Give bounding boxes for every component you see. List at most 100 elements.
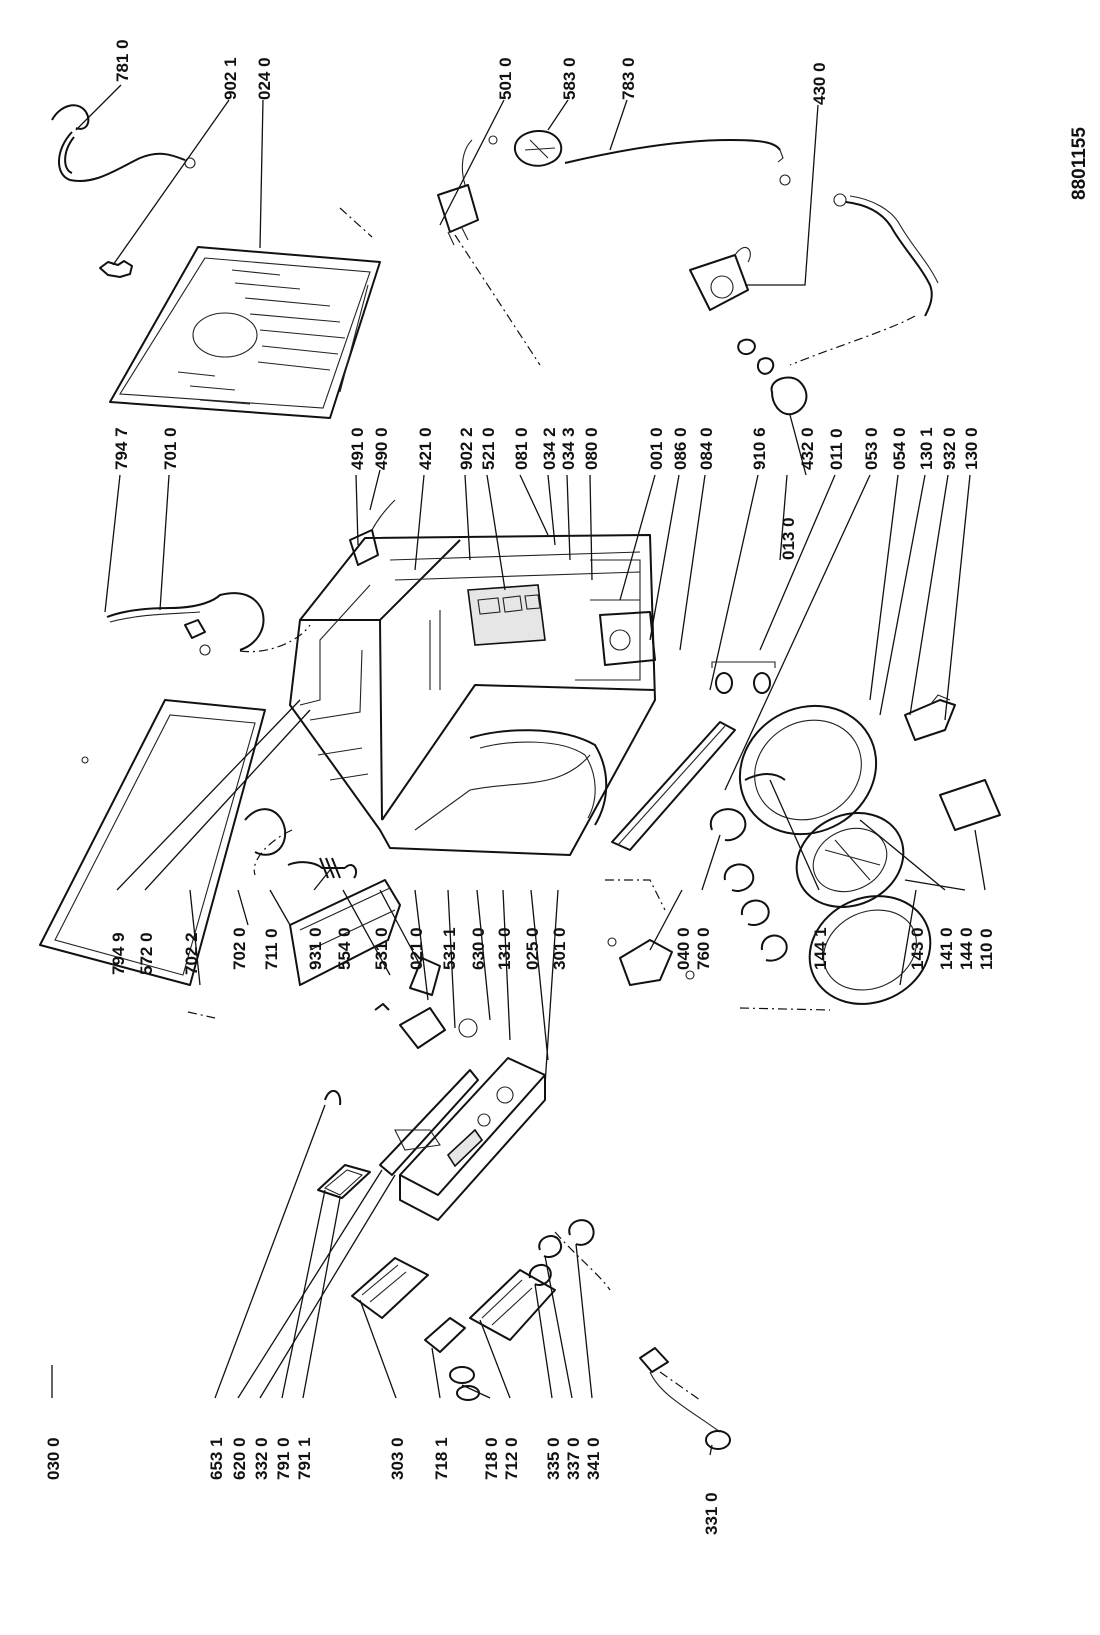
part-label: 531 0	[372, 927, 391, 970]
part-feet-0110	[711, 661, 776, 694]
part-detergent-dispenser-7110	[244, 808, 401, 986]
part-label: 130 0	[962, 427, 981, 470]
part-spring-9310	[287, 857, 358, 879]
part-label: 711 0	[262, 928, 281, 970]
part-gasket-7910	[317, 1164, 371, 1199]
part-label: 572 0	[137, 932, 156, 975]
part-clip-6531	[324, 1003, 390, 1106]
part-knob-3410	[528, 1219, 595, 1286]
part-cabinet-0010	[289, 534, 656, 856]
part-label: 021 0	[407, 927, 426, 970]
document-id: 8801155	[1069, 127, 1090, 200]
part-front-rail	[611, 721, 736, 851]
leader-lines	[51, 84, 986, 1456]
part-door-hinge-1300	[904, 694, 956, 741]
part-label: 794 9	[109, 932, 128, 975]
part-hinge-assembly-7600	[709, 808, 788, 962]
part-motor-mount-0130	[599, 611, 656, 666]
part-label: 141 0	[937, 927, 956, 970]
part-door-handle-1441	[744, 773, 786, 781]
part-pump-4300	[689, 246, 808, 416]
part-label: 781 0	[113, 39, 132, 82]
part-label: 701 0	[161, 427, 180, 470]
part-label: 910 6	[750, 427, 769, 470]
part-clip-9021	[99, 260, 133, 278]
part-label: 653 1	[207, 1437, 226, 1480]
part-door-glass-1440	[795, 812, 905, 908]
part-door-frame-1410	[738, 704, 878, 836]
part-door-lock-0400	[607, 937, 695, 986]
part-label: 490 0	[372, 427, 391, 470]
part-label: 791 1	[295, 1437, 314, 1480]
part-top-panel-0240	[109, 246, 381, 419]
part-label: 620 0	[230, 1437, 249, 1480]
part-label: 131 0	[495, 927, 514, 970]
part-label: 084 0	[697, 427, 716, 470]
part-label: 902 2	[457, 427, 476, 470]
part-label: 034 3	[559, 427, 578, 470]
part-control-panel-3010	[399, 1057, 546, 1221]
part-label: 301 0	[550, 927, 569, 970]
part-label: 341 0	[584, 1437, 603, 1480]
part-panel-frame-6200	[379, 1069, 479, 1176]
part-label: 331 0	[702, 1492, 721, 1535]
part-pressure-hose-7830	[564, 139, 791, 186]
part-label: 630 0	[469, 927, 488, 970]
part-label: 024 0	[255, 57, 274, 100]
part-label: 081 0	[512, 427, 531, 470]
part-label: 034 2	[540, 427, 559, 470]
part-control-board-5210	[467, 584, 546, 646]
part-label: 554 0	[335, 927, 354, 970]
part-label: 430 0	[810, 62, 829, 105]
part-label: 053 0	[862, 427, 881, 470]
part-label: 011 0	[827, 428, 846, 470]
part-label: 337 0	[564, 1437, 583, 1480]
part-labels: 781 0 902 1 024 0 501 0 583 0 783 0 430 …	[44, 39, 996, 1535]
part-label: 718 1	[432, 1437, 451, 1480]
part-plate-1100	[939, 779, 1001, 831]
part-label: 932 0	[940, 427, 959, 470]
part-label: 718 0	[482, 1437, 501, 1480]
part-label: 080 0	[582, 427, 601, 470]
part-label: 702 2	[182, 932, 201, 975]
part-hose-7810	[51, 104, 196, 182]
part-label: 303 0	[388, 1437, 407, 1480]
part-label: 030 0	[44, 1437, 63, 1480]
part-door-outer-1430	[808, 895, 932, 1005]
part-drain-hose-upper	[833, 193, 939, 317]
part-lid-switch-5010	[437, 139, 479, 246]
part-drawer-front-3030	[351, 1257, 429, 1319]
part-label: 501 0	[496, 57, 515, 100]
part-label: 110 0	[977, 928, 996, 970]
part-label: 702 0	[230, 927, 249, 970]
part-label: 332 0	[252, 1437, 271, 1480]
part-label: 712 0	[502, 1437, 521, 1480]
part-label: 931 0	[306, 927, 325, 970]
part-label: 531 1	[440, 927, 459, 970]
part-label: 143 0	[908, 927, 927, 970]
part-label: 025 0	[523, 927, 542, 970]
part-hinge-4910	[349, 499, 396, 566]
part-label: 421 0	[416, 427, 435, 470]
part-worktop-0300	[39, 699, 266, 986]
part-pressure-switch-5830	[488, 130, 563, 167]
part-label: 432 0	[798, 427, 817, 470]
part-hose-3310	[639, 1347, 731, 1450]
part-label: 760 0	[694, 927, 713, 970]
part-label: 144 0	[957, 927, 976, 970]
part-label: 491 0	[348, 427, 367, 470]
part-drum-door-seal	[469, 729, 608, 826]
part-label: 040 0	[674, 927, 693, 970]
part-label: 086 0	[671, 427, 690, 470]
part-label: 794 7	[112, 427, 131, 470]
part-label: 335 0	[544, 1437, 563, 1480]
part-label: 054 0	[890, 427, 909, 470]
part-label: 001 0	[647, 427, 666, 470]
part-label: 521 0	[479, 427, 498, 470]
part-hose-7010	[106, 592, 265, 656]
part-label: 013 0	[779, 517, 798, 560]
part-label: 130 1	[917, 427, 936, 470]
part-label: 902 1	[221, 57, 240, 100]
part-label: 144 1	[811, 927, 830, 970]
